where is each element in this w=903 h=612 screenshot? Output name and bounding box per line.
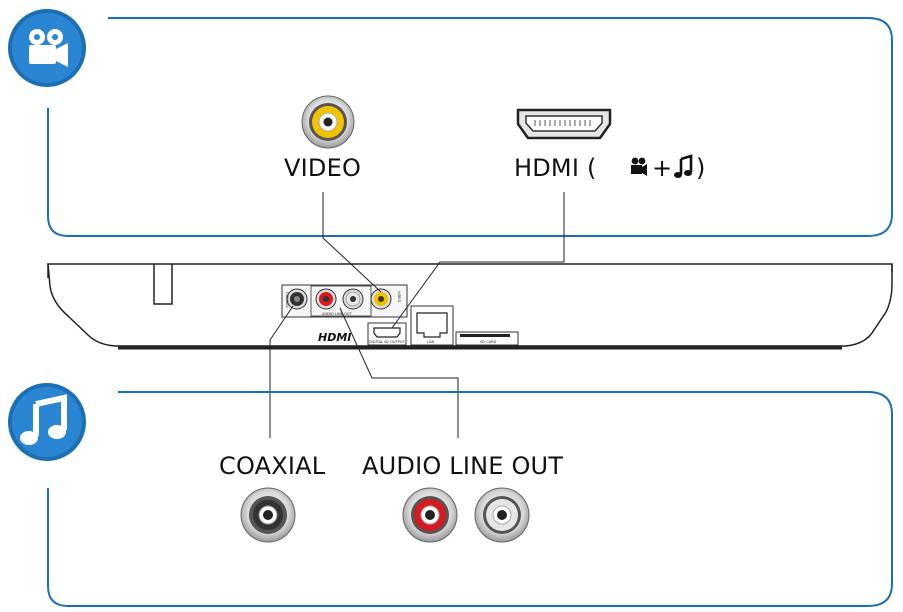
hdmi-video-camera-icon — [631, 157, 647, 176]
music-note-icon — [8, 383, 86, 461]
hdmi-plus: + — [652, 154, 673, 182]
audio-right-jack — [474, 487, 530, 543]
audio-left-jack — [402, 487, 458, 543]
panel-audio-left-jack — [315, 288, 337, 310]
coaxial-leader — [269, 305, 294, 438]
audio-leader — [339, 307, 459, 438]
hdmi-label: HDMI ( — [514, 154, 597, 182]
video-section-frame — [47, 17, 893, 237]
audio-section-frame — [47, 391, 893, 607]
hdmi-connector — [516, 108, 612, 140]
video-camera-icon — [8, 9, 86, 87]
panel-hdmi-port: DIGITAL AV OUTPUT — [367, 322, 407, 346]
panel-sd-card-slot: SD CARD — [455, 331, 519, 346]
panel-coaxial-jack — [286, 288, 308, 310]
leader-lines — [269, 192, 565, 438]
panel-digital-av-output-text: DIGITAL AV OUTPUT — [369, 340, 405, 344]
audio-line-out-label: AUDIO LINE OUT — [362, 452, 564, 480]
panel-audio-line-out-text: AUDIO LINE OUT — [322, 312, 353, 316]
panel-sd-card-text: SD CARD — [480, 340, 497, 344]
panel-lan-port: LAN — [410, 305, 454, 346]
panel-video-text: VIDEO — [397, 291, 401, 303]
coaxial-jack — [240, 487, 296, 543]
panel-coaxial-text: COAXIAL — [285, 292, 289, 308]
coaxial-label: COAXIAL — [219, 452, 326, 480]
hdmi-music-note-icon — [674, 154, 693, 178]
hdmi-leader — [391, 192, 565, 329]
video-leader — [322, 192, 382, 293]
panel-video-jack — [370, 288, 392, 310]
video-label: VIDEO — [284, 154, 362, 182]
panel-hdmi-logo: HDMI — [318, 331, 351, 344]
player-rear-panel: COAXIAL VIDEO AUDIO LINE OUT HDMI DIGITA… — [47, 263, 893, 350]
video-rca-jack — [301, 95, 355, 149]
hdmi-label-end: ) — [696, 154, 706, 182]
panel-audio-right-jack — [342, 288, 364, 310]
panel-lan-text: LAN — [427, 340, 435, 344]
